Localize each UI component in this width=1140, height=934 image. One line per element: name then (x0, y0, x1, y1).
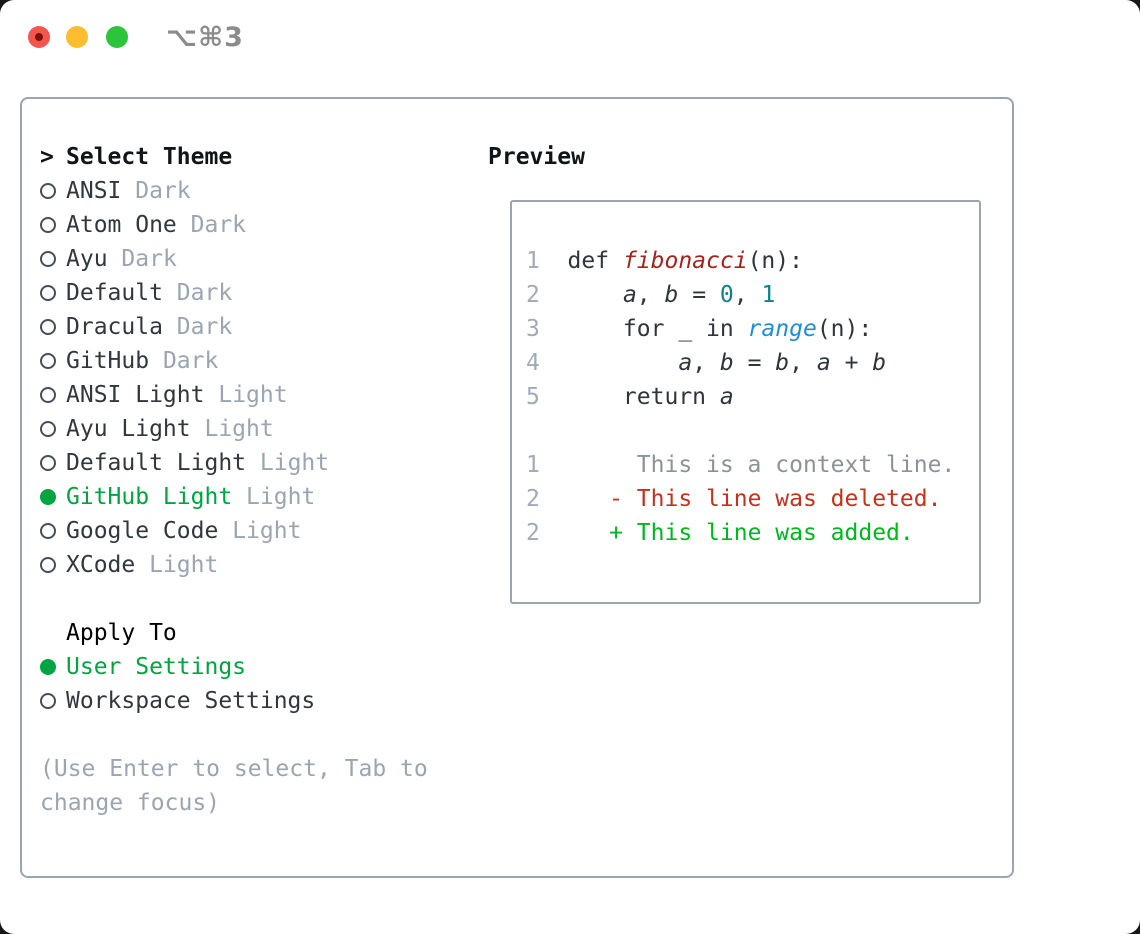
close-button[interactable] (28, 26, 50, 48)
theme-option-xcode-light[interactable]: XCode Light (40, 548, 480, 582)
theme-option-ayu-light[interactable]: Ayu Light Light (40, 412, 480, 446)
title-bar: ⌥⌘3 (0, 0, 1140, 74)
apply-to-title: Apply To (66, 620, 177, 646)
code-line: 5 return a (526, 384, 734, 410)
diff-added-line: 2 + This line was added. (526, 520, 914, 546)
theme-option-atom-one-dark[interactable]: Atom One Dark (40, 208, 480, 242)
radio-unselected-icon (40, 557, 66, 573)
apply-option-workspace-settings[interactable]: Workspace Settings (40, 684, 480, 718)
radio-unselected-icon (40, 217, 66, 233)
radio-unselected-icon (40, 523, 66, 539)
window-title: ⌥⌘3 (166, 22, 244, 53)
radio-selected-icon (40, 659, 66, 675)
theme-selector-panel: > Select Theme ANSI Dark Atom One Dark Ay… (20, 97, 1014, 878)
radio-unselected-icon (40, 455, 66, 471)
radio-unselected-icon (40, 251, 66, 267)
radio-selected-icon (40, 489, 66, 505)
blank-line (526, 414, 979, 448)
theme-option-ayu-dark[interactable]: Ayu Dark (40, 242, 480, 276)
apply-to-header: Apply To (40, 616, 480, 650)
radio-unselected-icon (40, 353, 66, 369)
code-line: 3 for _ in range(n): (526, 316, 873, 342)
theme-option-google-code-light[interactable]: Google Code Light (40, 514, 480, 548)
theme-option-default-dark[interactable]: Default Dark (40, 276, 480, 310)
zoom-button[interactable] (106, 26, 128, 48)
theme-list: > Select Theme ANSI Dark Atom One Dark Ay… (40, 140, 480, 820)
code-line: 2 a, b = 0, 1 (526, 282, 776, 308)
code-line: 4 a, b = b, a + b (526, 350, 887, 376)
select-theme-header: > Select Theme (40, 140, 480, 174)
preview-title: Preview (488, 144, 585, 170)
keyboard-hint: (Use Enter to select, Tab to change focu… (40, 756, 428, 816)
theme-option-dracula-dark[interactable]: Dracula Dark (40, 310, 480, 344)
radio-unselected-icon (40, 421, 66, 437)
minimize-button[interactable] (66, 26, 88, 48)
diff-context-line: 1 This is a context line. (526, 452, 956, 478)
diff-deleted-line: 2 - This line was deleted. (526, 486, 942, 512)
radio-unselected-icon (40, 285, 66, 301)
theme-option-ansi-light[interactable]: ANSI Light Light (40, 378, 480, 412)
theme-variant (121, 178, 135, 204)
code-line: 1 def fibonacci(n): (526, 248, 803, 274)
select-theme-title: Select Theme (66, 144, 233, 170)
radio-unselected-icon (40, 387, 66, 403)
radio-unselected-icon (40, 693, 66, 709)
radio-unselected-icon (40, 319, 66, 335)
prompt-caret: > (40, 144, 54, 170)
theme-option-github-light[interactable]: GitHub Light Light (40, 480, 480, 514)
radio-unselected-icon (40, 183, 66, 199)
theme-option-default-light[interactable]: Default Light Light (40, 446, 480, 480)
apply-option-user-settings[interactable]: User Settings (40, 650, 480, 684)
theme-option-ansi-dark[interactable]: ANSI Dark (40, 174, 480, 208)
preview-pane: 1 def fibonacci(n): 2 a, b = 0, 1 3 for … (510, 200, 981, 604)
theme-option-github-dark[interactable]: GitHub Dark (40, 344, 480, 378)
